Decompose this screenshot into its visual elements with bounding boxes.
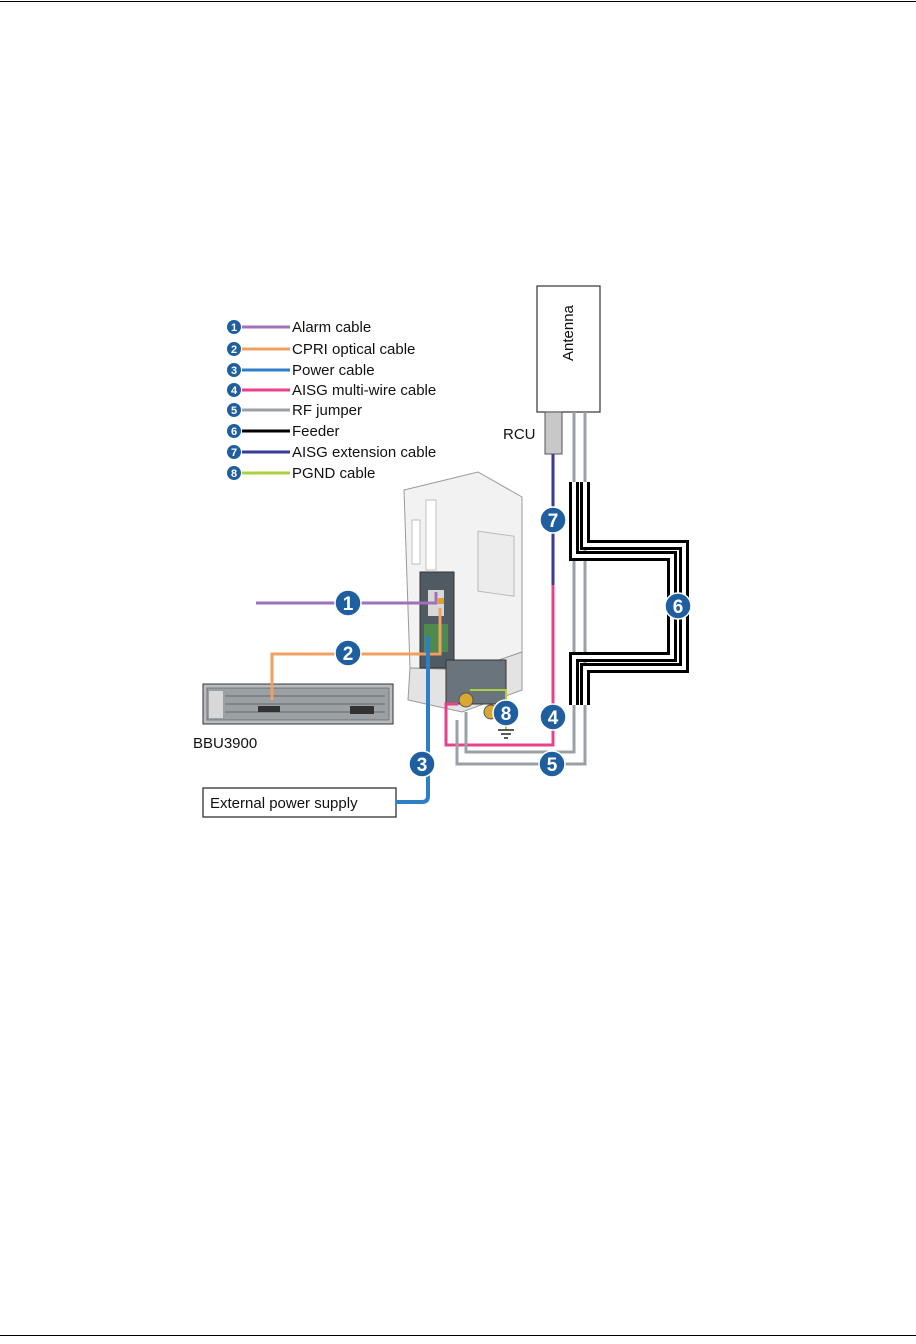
legend-number: 6 [231, 426, 237, 438]
callout-2: 2 [335, 640, 361, 666]
legend-item-8: 8 PGND cable [227, 465, 375, 482]
legend-label: AISG extension cable [292, 444, 436, 461]
rru-unit [404, 472, 522, 719]
legend-label: Feeder [292, 423, 340, 440]
legend-label: RF jumper [292, 402, 362, 419]
ground-icon [498, 730, 514, 738]
power-supply-label: External power supply [210, 795, 358, 812]
callout-6: 6 [665, 593, 691, 619]
legend-label: AISG multi-wire cable [292, 382, 436, 399]
legend-item-2: 2 CPRI optical cable [227, 341, 415, 358]
legend-number: 1 [231, 322, 237, 334]
callout-number: 5 [547, 755, 558, 776]
callout-8: 8 [493, 700, 519, 726]
callout-number: 1 [343, 594, 354, 615]
antenna: Antenna [537, 286, 600, 412]
rcu: RCU [503, 412, 562, 454]
legend-label: Power cable [292, 362, 375, 379]
legend-number: 8 [231, 468, 237, 480]
callout-5: 5 [539, 751, 565, 777]
legend-item-5: 5 RF jumper [227, 402, 362, 419]
antenna-label: Antenna [560, 304, 577, 361]
legend-number: 4 [231, 385, 238, 397]
legend-number: 2 [231, 344, 237, 356]
legend-item-3: 3 Power cable [227, 362, 375, 379]
bbu3900: BBU3900 [193, 684, 393, 752]
legend-number: 5 [231, 405, 237, 417]
legend-item-4: 4 AISG multi-wire cable [227, 382, 436, 399]
callout-number: 4 [548, 708, 559, 729]
legend-item-1: 1 Alarm cable [227, 319, 371, 336]
callout-number: 3 [417, 755, 428, 776]
callout-number: 8 [501, 704, 512, 725]
callout-3: 3 [409, 751, 435, 777]
callout-1: 1 [335, 590, 361, 616]
callout-7: 7 [540, 507, 566, 533]
legend-label: CPRI optical cable [292, 341, 415, 358]
legend-item-6: 6 Feeder [227, 423, 340, 440]
legend-item-7: 7 AISG extension cable [227, 444, 436, 461]
legend-number: 3 [231, 365, 237, 377]
legend-label: PGND cable [292, 465, 375, 482]
rcu-label: RCU [503, 426, 536, 443]
callout-number: 2 [343, 644, 354, 665]
legend-label: Alarm cable [292, 319, 371, 336]
external-power-supply: External power supply [203, 788, 396, 817]
bbu-label: BBU3900 [193, 735, 257, 752]
callout-number: 7 [548, 511, 559, 532]
legend: 1 Alarm cable 2 CPRI optical cable 3 Pow… [227, 319, 436, 482]
footer-rule [0, 1335, 916, 1336]
callout-4: 4 [540, 704, 566, 730]
legend-number: 7 [231, 447, 237, 459]
callout-number: 6 [673, 597, 684, 618]
